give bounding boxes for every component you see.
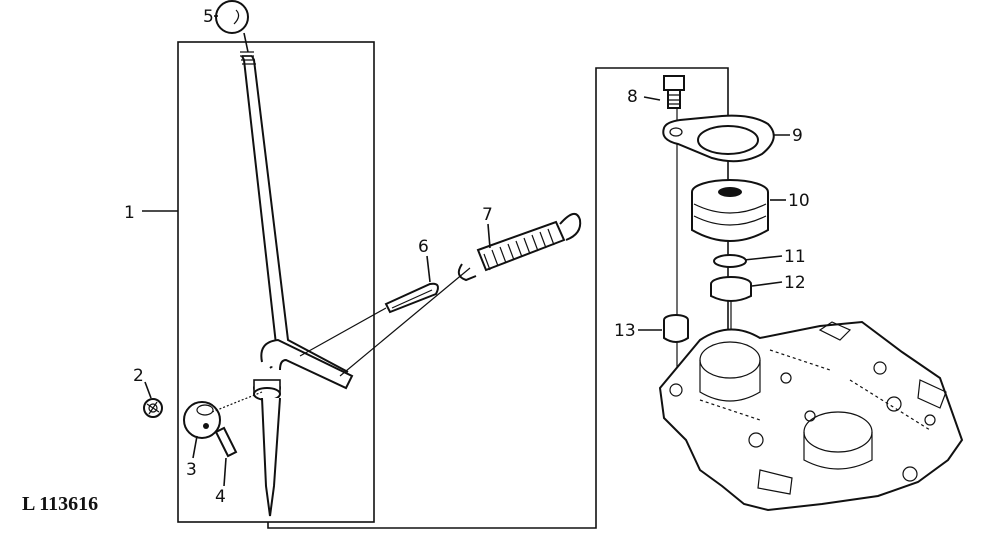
callout-9: 9 — [792, 126, 803, 146]
cotter-pin — [384, 282, 439, 314]
tension-spring — [457, 213, 582, 282]
bushing — [710, 276, 752, 302]
callout-8: 8 — [627, 87, 638, 107]
shift-lever — [240, 51, 354, 517]
set-screw-nut — [143, 398, 163, 418]
callout-6: 6 — [418, 237, 429, 257]
sleeve — [663, 314, 689, 343]
lever-knob — [215, 0, 249, 53]
swivel-block — [183, 401, 221, 439]
figure-reference: L 113616 — [22, 493, 98, 515]
callout-2: 2 — [133, 366, 144, 386]
leader-lines — [142, 15, 790, 487]
callout-10: 10 — [788, 191, 810, 211]
cap-screw — [663, 75, 685, 109]
callout-4: 4 — [215, 487, 226, 507]
callout-5: 5 — [203, 7, 214, 27]
valve-housing — [658, 320, 964, 512]
roll-pin — [214, 426, 238, 458]
callout-11: 11 — [784, 247, 806, 267]
callout-labels: 1 2 3 4 5 6 7 8 9 10 11 12 13 — [124, 7, 810, 507]
retainer-plate — [662, 114, 775, 163]
lever-assembly-frame — [177, 41, 375, 523]
rubber-boot — [691, 179, 769, 242]
callout-1: 1 — [124, 203, 135, 223]
o-ring — [713, 254, 747, 268]
callout-3: 3 — [186, 460, 197, 480]
callout-13: 13 — [614, 321, 636, 341]
callout-7: 7 — [482, 205, 493, 225]
callout-12: 12 — [784, 273, 806, 293]
valve-assembly-frame — [267, 67, 729, 529]
